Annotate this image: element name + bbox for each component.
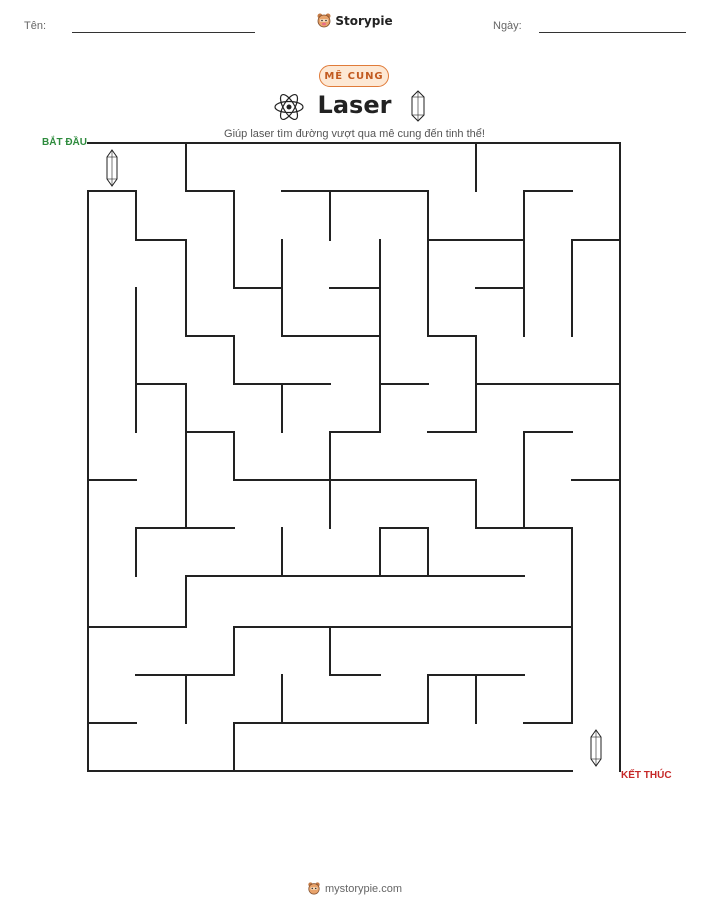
date-label: Ngày: — [493, 20, 522, 32]
page-title: Laser — [317, 91, 392, 119]
atom-icon — [274, 93, 304, 121]
crystal-icon — [106, 149, 118, 187]
footer: mystorypie.com — [0, 881, 709, 895]
storypie-bear-icon — [308, 882, 320, 895]
footer-site[interactable]: mystorypie.com — [324, 883, 403, 895]
crystal-icon — [590, 729, 602, 767]
name-label: Tên: — [24, 20, 47, 32]
crystal-icon — [411, 90, 425, 122]
end-label: KẾT THÚC — [621, 770, 672, 781]
storypie-bear-icon — [317, 13, 331, 28]
start-label: BẮT ĐẦU — [42, 137, 87, 148]
date-field[interactable] — [539, 32, 686, 33]
maze-badge: MÊ CUNG — [319, 65, 389, 87]
name-field[interactable] — [72, 32, 255, 33]
instructions: Giúp laser tìm đường vượt qua mê cung đế… — [224, 128, 485, 140]
brand: Storypie — [0, 12, 709, 28]
brand-name: Storypie — [335, 14, 393, 28]
